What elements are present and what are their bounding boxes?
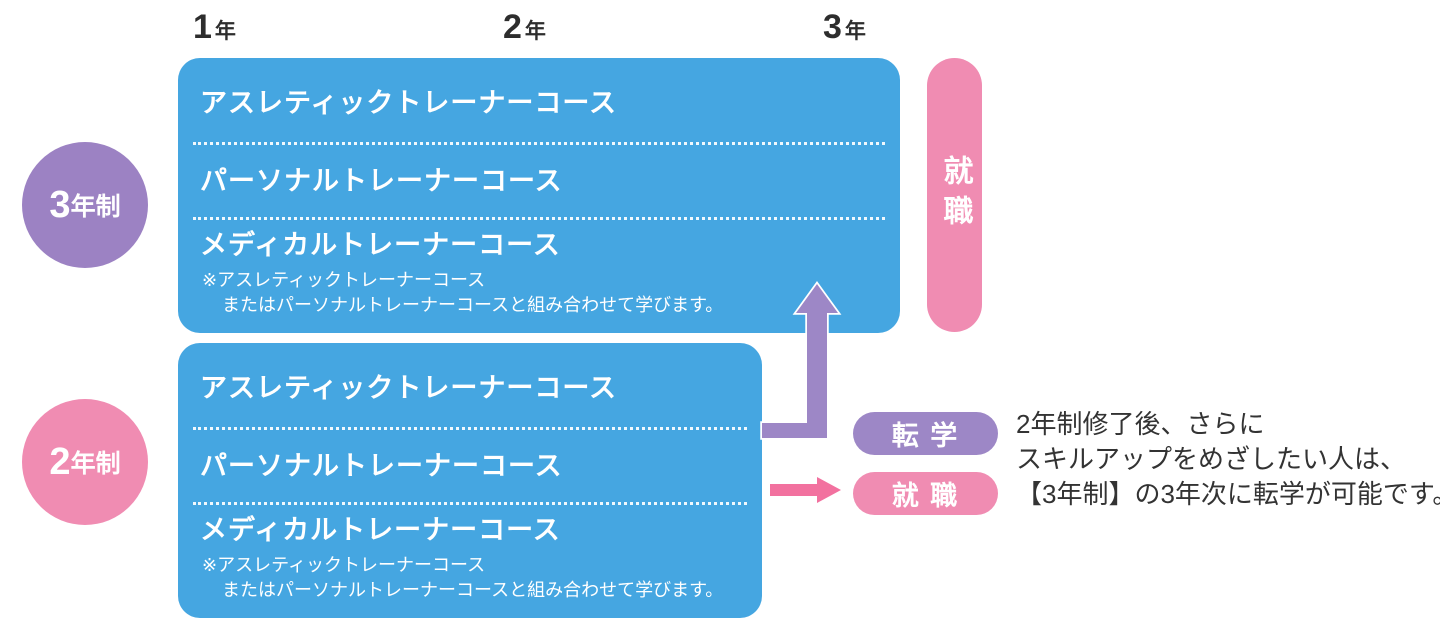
transfer-description-line-1: 2年制修了後、さらに <box>1016 409 1265 439</box>
year-1-unit: 年 <box>214 20 236 43</box>
employment-pill: 就職 <box>927 58 982 332</box>
employment-pill-label: 就職 <box>938 155 972 235</box>
transfer-description-line-2: スキルアップをめざしたい人は、 <box>1016 444 1407 474</box>
course-note-line-2: またはパーソナルトレーナーコースと組み合わせて学びます。 <box>222 580 724 600</box>
two-year-program-badge: 2 年制 <box>22 399 148 525</box>
dotted-divider <box>193 217 885 220</box>
year-1-number: 1 <box>193 8 212 46</box>
two-year-course-box: アスレティックトレーナーコース パーソナルトレーナーコース メディカルトレーナー… <box>178 343 762 618</box>
three-year-circle-suffix: 年制 <box>70 193 121 221</box>
transfer-badge: 転 学 <box>853 412 998 455</box>
three-year-program-badge: 3 年制 <box>22 142 148 268</box>
transfer-badge-label: 転 学 <box>891 421 960 451</box>
year-label-3: 3 年 <box>823 10 866 45</box>
year-3-unit: 年 <box>844 20 866 43</box>
three-year-course-box: アスレティックトレーナーコース パーソナルトレーナーコース メディカルトレーナー… <box>178 58 900 333</box>
course-name: メディカルトレーナーコース <box>200 515 561 545</box>
course-note-line-1: ※アスレティックトレーナーコース <box>202 555 486 575</box>
year-label-2: 2 年 <box>503 10 546 45</box>
course-note-line-2: またはパーソナルトレーナーコースと組み合わせて学びます。 <box>222 295 724 315</box>
three-year-circle-number: 3 <box>49 184 71 226</box>
course-name: パーソナルトレーナーコース <box>200 451 563 481</box>
course-name: アスレティックトレーナーコース <box>200 88 618 118</box>
course-name: アスレティックトレーナーコース <box>200 373 618 403</box>
course-note-line-1: ※アスレティックトレーナーコース <box>202 270 486 290</box>
course-name: パーソナルトレーナーコース <box>200 166 563 196</box>
two-year-circle-suffix: 年制 <box>70 450 121 478</box>
employment-arrow-right-icon <box>770 477 841 503</box>
employment-badge: 就 職 <box>853 472 998 515</box>
dotted-divider <box>193 502 747 505</box>
dotted-divider <box>193 142 885 145</box>
transfer-arrow-up-icon <box>760 281 842 440</box>
transfer-description-line-3: 【3年制】の3年次に転学が可能です。 <box>1016 479 1440 509</box>
employment-badge-label: 就 職 <box>891 481 960 511</box>
year-2-number: 2 <box>503 8 522 46</box>
year-2-unit: 年 <box>524 20 546 43</box>
year-3-number: 3 <box>823 8 842 46</box>
course-name: メディカルトレーナーコース <box>200 230 561 260</box>
dotted-divider <box>193 427 747 430</box>
year-label-1: 1 年 <box>193 10 236 45</box>
two-year-circle-number: 2 <box>49 441 71 483</box>
transfer-description: 2年制修了後、さらに スキルアップをめざしたい人は、 【3年制】の3年次に転学が… <box>1016 407 1440 512</box>
